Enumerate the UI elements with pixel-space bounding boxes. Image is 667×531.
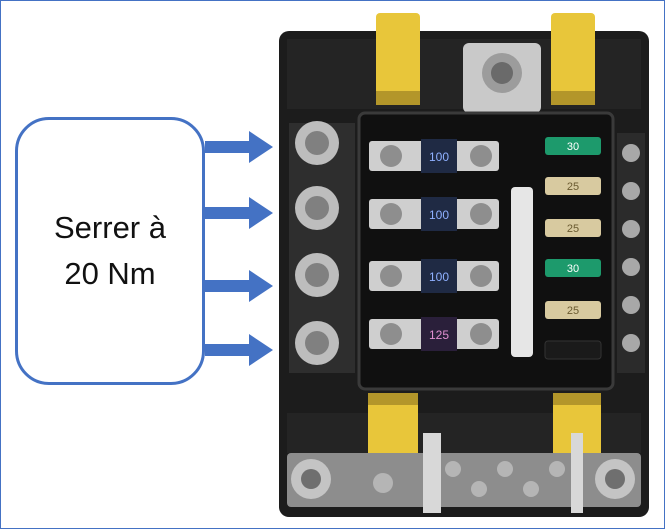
left-stud-column <box>289 121 355 373</box>
fuse-block-photo: 100 100 100 125 30 25 25 30 <box>279 13 649 517</box>
latch-bottom-right <box>553 393 601 465</box>
midi-fuse-1-label: 100 <box>429 150 449 164</box>
blade-fuse-1-label: 30 <box>567 141 579 153</box>
right-terminal-strip <box>617 133 645 373</box>
arrow-right-icon <box>205 131 273 163</box>
arrow-right-icon <box>205 334 273 366</box>
arrow-right-icon <box>205 270 273 302</box>
arrow-right-icon <box>205 197 273 229</box>
midi-fuse-row: 100 100 100 125 <box>369 139 499 351</box>
blade-fuse-4-label: 30 <box>567 263 579 275</box>
blade-fuse-3-label: 25 <box>567 223 579 235</box>
callout-line-1: Serrer à <box>54 210 166 245</box>
callout-text: Serrer à 20 Nm <box>54 205 166 297</box>
midi-fuse-2-label: 100 <box>429 208 449 222</box>
fuse-puller-strip <box>511 187 533 357</box>
midi-fuse-4-label: 125 <box>429 328 449 342</box>
latch-bottom-left <box>368 393 418 465</box>
torque-callout-box: Serrer à 20 Nm <box>15 117 205 385</box>
blade-fuse-5-label: 25 <box>567 305 579 317</box>
blade-fuse-2-label: 25 <box>567 181 579 193</box>
latch-top-right <box>551 13 595 105</box>
bottom-bus-bar <box>287 433 641 513</box>
callout-line-2: 20 Nm <box>64 256 156 291</box>
latch-top-left <box>376 13 420 105</box>
blade-fuse-column: 30 25 25 30 25 <box>544 137 602 360</box>
midi-fuse-3-label: 100 <box>429 270 449 284</box>
